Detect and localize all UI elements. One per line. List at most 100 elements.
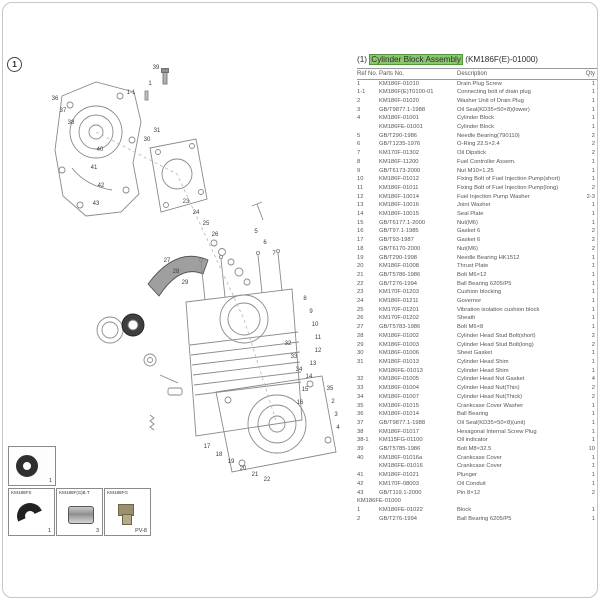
legend-box-km186fg: KM186FG PV-8: [104, 488, 151, 536]
diagram-callout: 8: [303, 296, 307, 302]
diagram-callout: 4: [336, 425, 340, 431]
diagram-callout: 18: [215, 452, 223, 458]
legend-label: KM186FG: [107, 490, 128, 495]
diagram-callout: 13: [309, 361, 317, 367]
legend-box-km186fsbt: KM186F(S)B.T 3: [56, 488, 103, 536]
diagram-callout: 1-1: [126, 90, 136, 96]
exploded-view-drawing: [54, 68, 337, 473]
diagram-callout: 35: [326, 386, 334, 392]
diagram-callout: 7: [272, 251, 276, 257]
legend-number: 1: [47, 528, 51, 534]
v-belt-icon: [13, 499, 47, 533]
assembly-title-suffix: (KM186F(E)-01000): [465, 55, 539, 64]
parts-table-panel: (1) Cylinder Block Assembly (KM186F(E)-0…: [357, 54, 597, 523]
diagram-callout: 32: [284, 341, 292, 347]
diagram-callout: 42: [97, 183, 105, 189]
oil-seal-icon: [16, 455, 38, 477]
legend-number: 1: [48, 478, 52, 484]
diagram-callout: 5: [254, 229, 258, 235]
diagram-callout: 23: [182, 199, 190, 205]
bushing-icon: [68, 506, 94, 524]
diagram-callout: 15: [301, 387, 309, 393]
diagram-callout: 22: [263, 477, 271, 483]
diagram-callout: 34: [295, 367, 303, 373]
plug-icon: [118, 504, 134, 525]
diagram-callout: 33: [290, 354, 298, 360]
diagram-callout: 12: [314, 348, 322, 354]
legend-number: PV-8: [135, 528, 147, 534]
assembly-title: (1) Cylinder Block Assembly (KM186F(E)-0…: [357, 54, 597, 65]
column-header-ref: Ref No.: [357, 68, 379, 80]
column-header-description: Description: [457, 68, 579, 80]
column-header-qty: Qty: [579, 68, 597, 80]
diagram-callout: 29: [181, 280, 189, 286]
diagram-callout: 30: [143, 137, 151, 143]
legend-label: KM186F(S)B.T: [59, 490, 90, 495]
diagram-callout: 14: [305, 374, 313, 380]
legend-number: 3: [95, 528, 99, 534]
diagram-callout: 37: [59, 108, 67, 114]
diagram-legend: 1 KM186FS 1 KM186F(S)B.T 3 KM186FG PV-8: [8, 446, 153, 536]
diagram-callout: 11: [314, 335, 322, 341]
diagram-callout: 19: [227, 459, 235, 465]
diagram-callout: 21: [251, 472, 259, 478]
diagram-callout: 26: [211, 232, 219, 238]
diagram-callout: 40: [96, 147, 104, 153]
assembly-title-highlight: Cylinder Block Assembly: [369, 54, 463, 65]
diagram-callout: 10: [311, 322, 319, 328]
diagram-callout: 1: [148, 81, 152, 87]
diagram-callout: 24: [192, 210, 200, 216]
diagram-callout: 17: [203, 444, 211, 450]
diagram-callout: 20: [239, 466, 247, 472]
diagram-callout: 28: [172, 269, 180, 275]
diagram-callout: 16: [296, 400, 304, 406]
table-group-row: KM186FE-01000: [357, 498, 401, 505]
table-header-row: Ref No. Parts No. Description Qty: [357, 68, 597, 80]
diagram-callout: 9: [309, 309, 313, 315]
legend-box-km186fs: KM186FS 1: [8, 488, 55, 536]
diagram-callout: 2: [331, 399, 335, 405]
diagram-callout: 39: [152, 65, 160, 71]
